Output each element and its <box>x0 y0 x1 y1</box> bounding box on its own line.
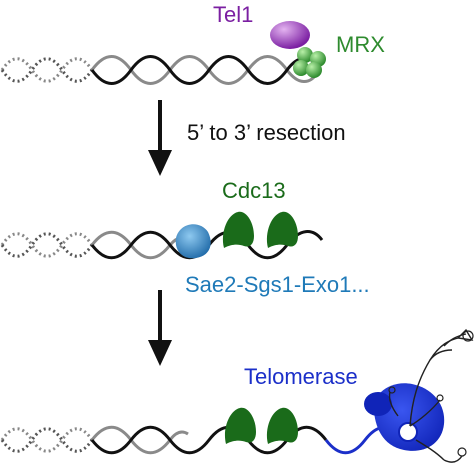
cdc13-label: Cdc13 <box>222 178 286 203</box>
panel-1-dna <box>0 55 320 85</box>
dna-strand-gray <box>90 425 189 455</box>
telomerase-label: Telomerase <box>244 364 358 389</box>
resection-label: 5’ to 3’ resection <box>187 120 346 145</box>
arrow-1 <box>148 100 172 176</box>
tel1-protein <box>270 21 310 49</box>
mrx-label: MRX <box>336 32 385 57</box>
dna-strand-dotted-a <box>0 232 94 258</box>
dna-strand-dotted-b <box>0 57 94 83</box>
dna-strand-dotted-a <box>0 57 94 83</box>
dna-strand-dotted-b <box>0 232 94 258</box>
sae2-label: Sae2-Sgs1-Exo1... <box>185 272 370 297</box>
dna-strand-gray <box>90 55 320 85</box>
cdc13-protein-3 <box>224 407 256 444</box>
cdc13-protein-2 <box>266 211 298 248</box>
dna-strand-dotted-b <box>0 427 94 453</box>
dna-strand-dark <box>90 55 320 85</box>
cdc13-protein-1 <box>222 211 254 248</box>
arrow-2 <box>148 290 172 366</box>
tel1-label: Tel1 <box>213 2 253 27</box>
telomerase-complex <box>364 328 474 463</box>
telomerase-protein <box>373 383 445 451</box>
panel-3-dna <box>0 425 421 455</box>
sae2-sgs1-exo1-protein <box>175 224 211 259</box>
mrx-complex <box>293 47 326 78</box>
cdc13-protein-4 <box>266 407 298 444</box>
dna-strand-dotted-a <box>0 427 94 453</box>
telomerase-rna-loops <box>388 330 474 457</box>
